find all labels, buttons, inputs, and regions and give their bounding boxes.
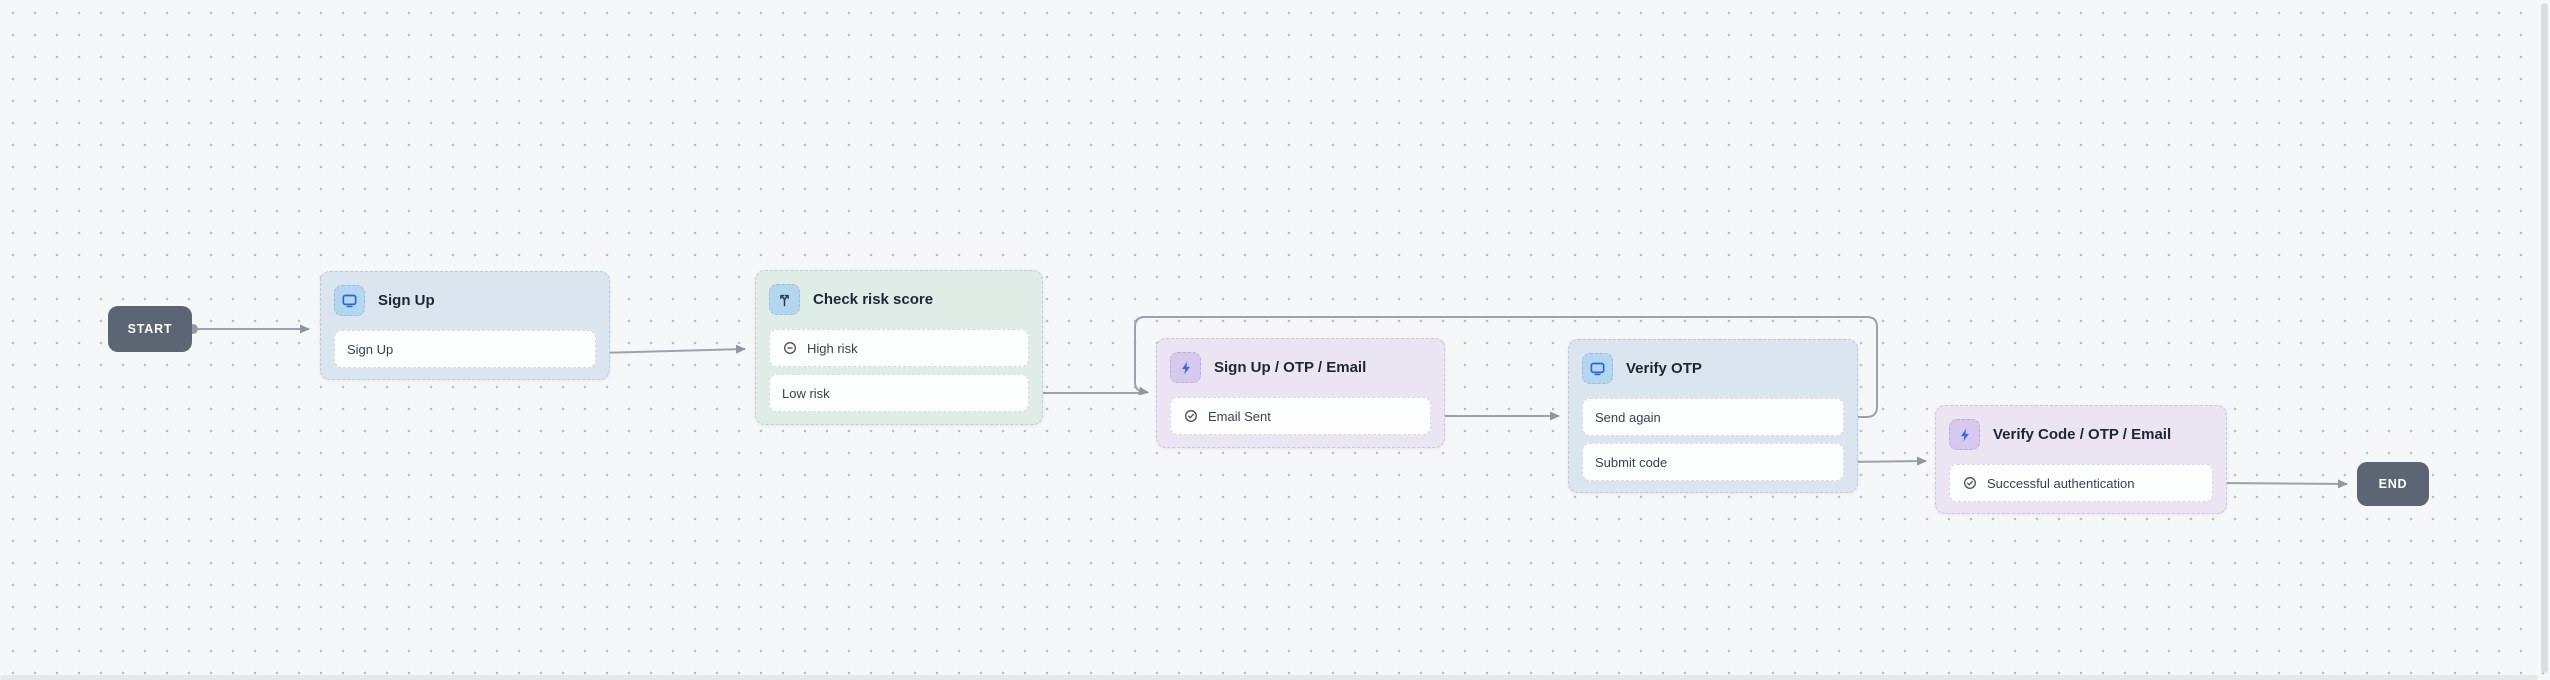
node-verify-code-otp-email[interactable]: Verify Code / OTP / Email Successful aut… <box>1935 405 2227 514</box>
node-verify-otp[interactable]: Verify OTP Send again Submit code <box>1568 339 1858 493</box>
lightning-icon <box>1949 419 1980 450</box>
node-title: Verify OTP <box>1626 360 1702 377</box>
start-label: START <box>127 322 173 336</box>
row-low-risk[interactable]: Low risk <box>769 374 1029 412</box>
row-high-risk[interactable]: High risk <box>769 329 1029 367</box>
row-label: Sign Up <box>347 341 394 357</box>
row-email-sent[interactable]: Email Sent <box>1170 397 1431 435</box>
node-sign-up-otp-header: Sign Up / OTP / Email <box>1170 352 1430 383</box>
horizontal-scrollbar[interactable] <box>0 675 2538 680</box>
monitor-icon <box>1582 353 1613 384</box>
monitor-icon <box>334 285 365 316</box>
check-circle-icon <box>1962 475 1978 491</box>
row-send-again[interactable]: Send again <box>1582 398 1844 436</box>
node-title: Verify Code / OTP / Email <box>1993 426 2172 443</box>
end-node[interactable]: END <box>2357 462 2429 506</box>
node-check-risk-score[interactable]: Check risk score High risk Low risk <box>755 270 1043 425</box>
node-verify-otp-header: Verify OTP <box>1582 353 1843 384</box>
row-label: Low risk <box>782 385 830 401</box>
node-sign-up-otp-email[interactable]: Sign Up / OTP / Email Email Sent <box>1156 338 1445 448</box>
edge-success-to-end[interactable] <box>2214 479 2348 489</box>
row-label: Email Sent <box>1208 408 1271 424</box>
minus-circle-icon <box>782 340 798 356</box>
row-sign-up[interactable]: Sign Up <box>334 330 596 368</box>
vertical-scrollbar[interactable] <box>2541 3 2548 673</box>
split-arrows-icon <box>769 284 800 315</box>
edge-sign-up-to-check-risk[interactable] <box>597 344 746 354</box>
node-title: Sign Up / OTP / Email <box>1214 359 1367 376</box>
node-title: Sign Up <box>378 292 435 309</box>
node-verify-code-header: Verify Code / OTP / Email <box>1949 419 2212 450</box>
row-label: High risk <box>807 340 858 356</box>
node-sign-up[interactable]: Sign Up Sign Up <box>320 271 610 380</box>
node-title: Check risk score <box>813 291 934 308</box>
edge-submit-code-to-verify-code[interactable] <box>1845 456 1927 466</box>
node-check-risk-header: Check risk score <box>769 284 1028 315</box>
row-label: Send again <box>1595 409 1661 425</box>
row-label: Successful authentication <box>1987 475 2135 491</box>
row-label: Submit code <box>1595 454 1668 470</box>
row-submit-code[interactable]: Submit code <box>1582 443 1844 481</box>
check-circle-icon <box>1183 408 1199 424</box>
node-sign-up-header: Sign Up <box>334 285 595 316</box>
end-label: END <box>2378 477 2408 491</box>
lightning-icon <box>1170 352 1201 383</box>
row-successful-authentication[interactable]: Successful authentication <box>1949 464 2213 502</box>
edge-send-again-loop-to-sign-up-otp[interactable] <box>1134 316 1878 418</box>
start-node[interactable]: START <box>108 306 192 352</box>
